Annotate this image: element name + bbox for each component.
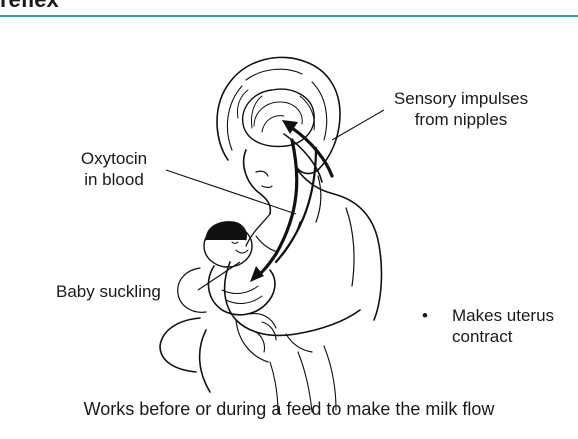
uterus-label-line-1: Makes uterus <box>452 305 554 326</box>
oxytocin-arrowhead <box>250 266 264 282</box>
oxytocin-label-line-2: in blood <box>66 169 162 190</box>
sensory-impulses-label: Sensory impulses from nipples <box>366 88 556 130</box>
uterus-label: Makes uterus contract <box>452 305 554 347</box>
bullet-icon: • <box>422 305 428 326</box>
hand-outline <box>250 314 276 352</box>
baby-face <box>232 242 248 253</box>
lap-outline <box>160 318 210 392</box>
baby-suckling-label: Baby suckling <box>56 281 161 302</box>
baby-body <box>208 266 274 315</box>
oxytocin-label-line-1: Oxytocin <box>66 148 162 169</box>
oxytocin-leader-line <box>166 170 296 214</box>
shoulder-outline <box>296 168 381 320</box>
baby-hair <box>206 222 247 240</box>
uterus-label-line-2: contract <box>452 326 554 347</box>
hair-texture <box>227 69 326 150</box>
sensory-label-line-1: Sensory impulses <box>366 88 556 109</box>
arm-outline <box>225 262 360 335</box>
oxytocin-label: Oxytocin in blood <box>66 148 162 190</box>
sensory-label-line-2: from nipples <box>366 109 556 130</box>
figure-caption: Works before or during a feed to make th… <box>0 399 578 420</box>
